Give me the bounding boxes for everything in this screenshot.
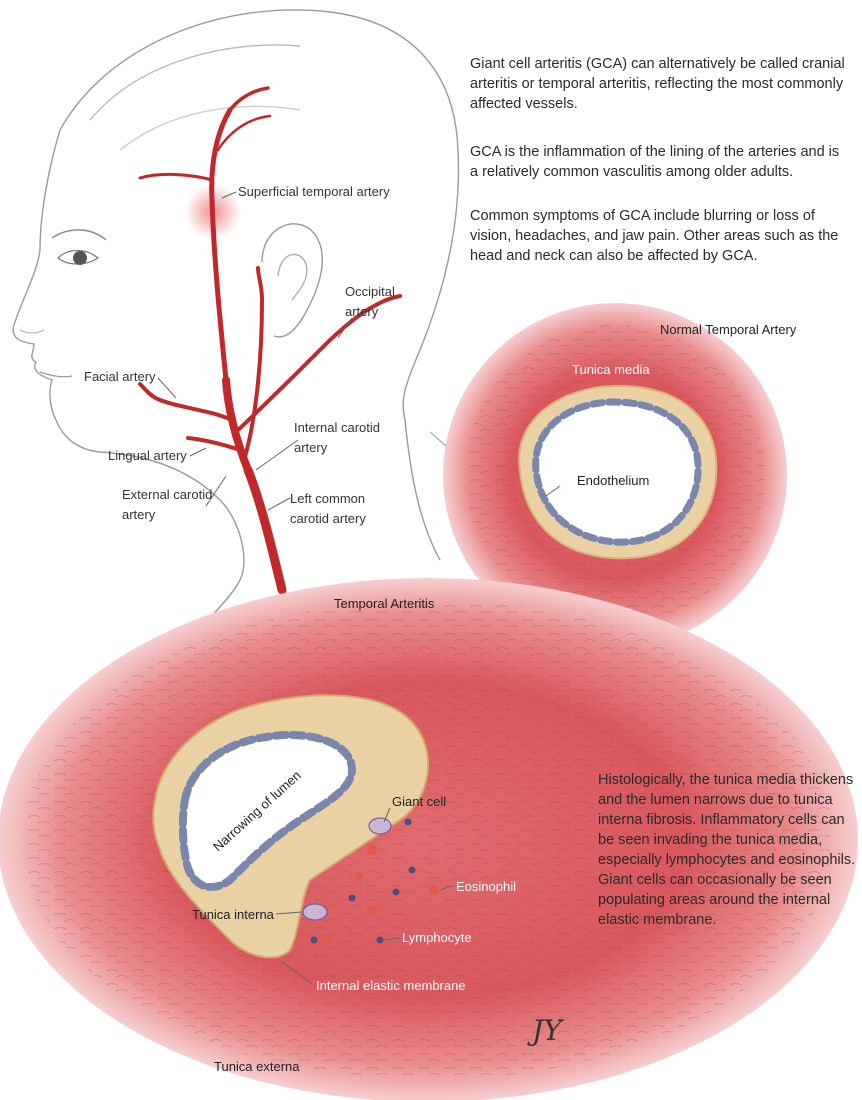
intro-paragraph-1: Giant cell arteritis (GCA) can alternati… [470, 56, 845, 112]
normal-artery-title: Normal Temporal Artery [660, 322, 797, 337]
intro-paragraph-2: GCA is the inflammation of the lining of… [470, 144, 840, 180]
label-endothelium: Endothelium [577, 473, 649, 488]
head-labels: Superficial temporal artery Occipital ar… [84, 184, 395, 526]
label-giant-cell: Giant cell [392, 794, 446, 809]
ear-icon [261, 223, 323, 338]
normal-artery-labels: Normal Temporal Artery Tunica media Endo… [572, 322, 797, 488]
label-internal-carotid-line1: Internal carotid [294, 420, 380, 435]
label-left-common-carotid-line1: Left common [290, 491, 365, 506]
leader-lines [157, 191, 561, 985]
normal-artery-crosssection [443, 303, 787, 647]
label-tunica-interna: Tunica interna [192, 907, 275, 922]
label-internal-carotid-line2: artery [294, 440, 328, 455]
arteritis-crosssection [0, 578, 858, 1100]
label-occipital-artery-line1: Occipital [345, 284, 395, 299]
label-external-carotid-line2: artery [122, 507, 156, 522]
label-left-common-carotid-line2: carotid artery [290, 511, 366, 526]
inflammatory-cells [302, 817, 439, 945]
intro-paragraph-3: Common symptoms of GCA include blurring … [470, 208, 839, 264]
arteritis-title: Temporal Arteritis [334, 596, 435, 611]
label-internal-elastic-membrane: Internal elastic membrane [316, 978, 466, 993]
label-occipital-artery-line2: artery [345, 304, 379, 319]
label-eosinophil: Eosinophil [456, 879, 516, 894]
label-lingual-artery: Lingual artery [108, 448, 187, 463]
artist-signature: JY [527, 1014, 564, 1047]
eye-icon [51, 229, 107, 265]
artery-tree [138, 86, 402, 595]
label-facial-artery: Facial artery [84, 369, 156, 384]
label-tunica-externa: Tunica externa [214, 1059, 300, 1074]
label-lymphocyte: Lymphocyte [402, 930, 472, 945]
label-external-carotid-line1: External carotid [122, 487, 212, 502]
label-superficial-temporal-artery: Superficial temporal artery [238, 184, 390, 199]
histology-paragraph: Histologically, the tunica media thicken… [598, 772, 856, 928]
label-tunica-media: Tunica media [572, 362, 650, 377]
